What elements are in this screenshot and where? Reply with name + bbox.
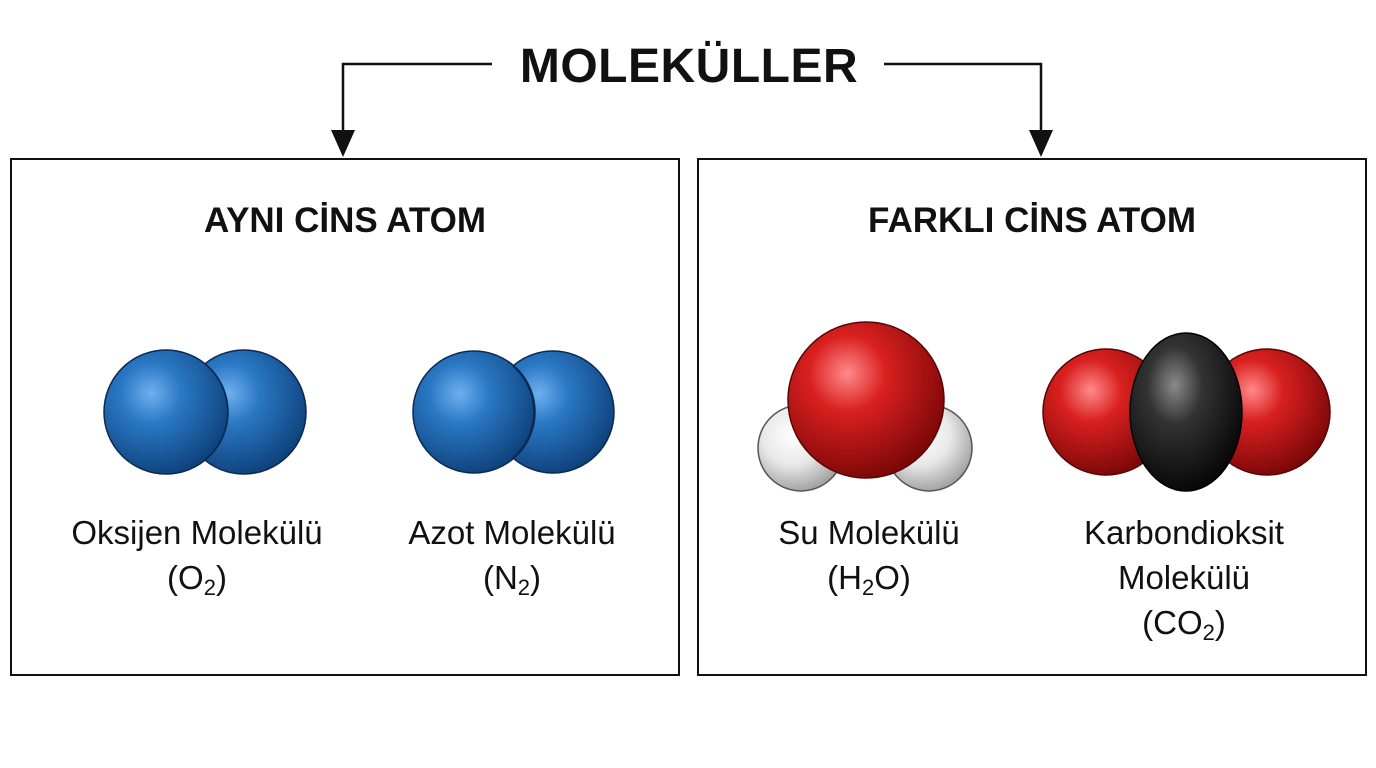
water-molecule-model — [757, 321, 973, 492]
arrow-right — [884, 62, 1043, 150]
panel-heading-different: FARKLI CİNS ATOM — [868, 201, 1196, 240]
carbon-dioxide-formula: (CO2) — [1142, 604, 1226, 645]
carbon-atom — [1129, 332, 1243, 492]
carbon-dioxide-molecule-model — [1042, 332, 1331, 492]
molecule-water: Su Molekülü (H2O) — [729, 310, 1009, 610]
oxygen-formula: (O2) — [167, 559, 227, 600]
panel-same-atoms: AYNI CİNS ATOM Oksijen Molekülü (O2) — [10, 158, 680, 676]
panel-different-atoms: FARKLI CİNS ATOM Su Molekülü (H — [697, 158, 1367, 676]
oxygen-molecule-model — [103, 349, 307, 475]
molecule-nitrogen: Azot Molekülü (N2) — [362, 330, 662, 630]
oxygen-name: Oksijen Molekülü — [71, 514, 323, 551]
water-formula: (H2O) — [827, 559, 911, 600]
panel-heading-same: AYNI CİNS ATOM — [204, 201, 486, 240]
main-title: MOLEKÜLLER — [519, 40, 859, 93]
oxygen-atom-water — [787, 321, 945, 479]
arrow-left — [341, 62, 492, 150]
carbon-dioxide-name: Karbondioksit Molekülü — [1084, 514, 1284, 596]
nitrogen-atom-left — [412, 350, 536, 474]
molecule-carbon-dioxide: Karbondioksit Molekülü (CO2) — [1029, 320, 1339, 650]
molecule-oxygen: Oksijen Molekülü (O2) — [42, 330, 352, 630]
water-name: Su Molekülü — [778, 514, 960, 551]
nitrogen-molecule-model — [412, 350, 615, 474]
nitrogen-name: Azot Molekülü — [408, 514, 616, 551]
nitrogen-formula: (N2) — [482, 559, 542, 600]
